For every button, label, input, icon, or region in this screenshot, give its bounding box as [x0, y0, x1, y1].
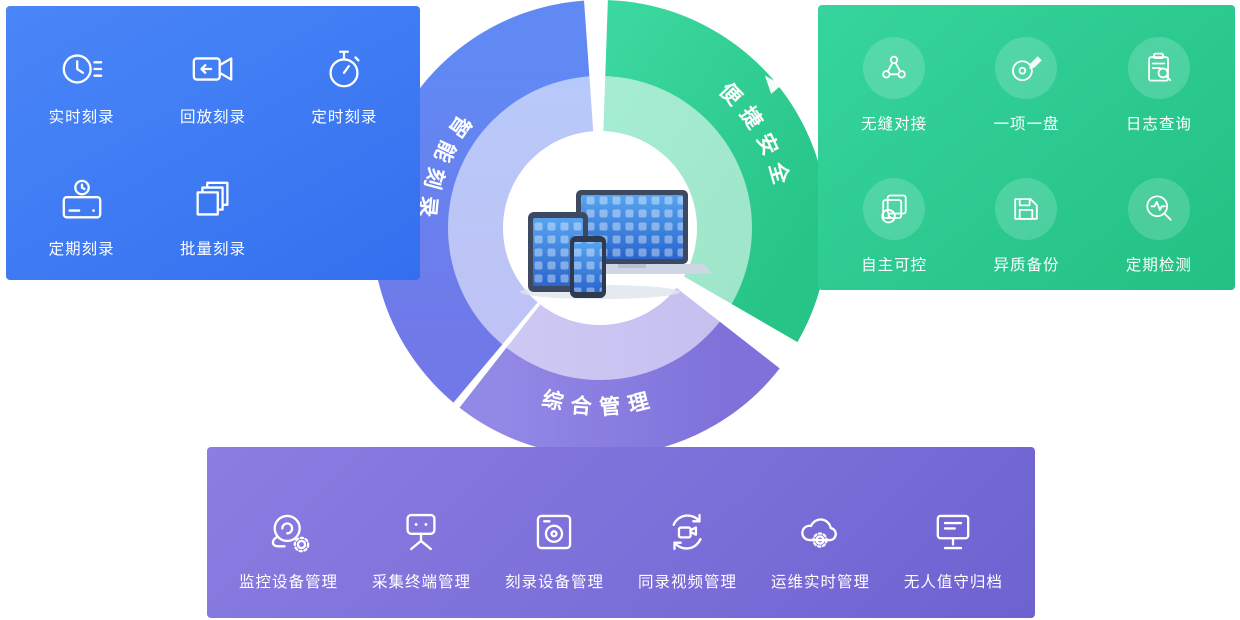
feature-batch-record: 批量刻录 — [147, 172, 278, 280]
integrated-management-panel: 监控设备管理 采集终端管理 刻录设备管理 — [207, 447, 1035, 618]
feature-label: 无人值守归档 — [903, 574, 1003, 591]
feature-label: 刻录设备管理 — [504, 574, 604, 591]
monitor-device-icon — [271, 514, 309, 553]
feature-label: 日志查询 — [1125, 116, 1192, 133]
feature-label: 运维实时管理 — [770, 574, 870, 591]
feature-heterogeneous-backup: 异质备份 — [960, 177, 1092, 291]
playback-record-icon — [192, 57, 233, 81]
icon-badge — [1127, 37, 1190, 99]
feature-label: 监控设备管理 — [239, 574, 339, 591]
feature-label: 批量刻录 — [179, 241, 246, 258]
record-device-icon — [537, 514, 572, 550]
feature-playback-record: 回放刻录 — [147, 40, 278, 148]
feature-label: 一项一盘 — [993, 116, 1060, 133]
arc-convenient-safety — [601, 0, 829, 343]
arc-integrated-management — [459, 285, 780, 457]
tablet-graphic — [528, 212, 588, 292]
realtime-record-icon — [62, 54, 102, 84]
feature-record-device: 刻录设备管理 — [505, 505, 604, 618]
feature-unattended-archive: 无人值守归档 — [904, 505, 1003, 618]
feature-label: 自主可控 — [861, 256, 928, 274]
feature-label: 同录视频管理 — [637, 574, 737, 591]
icon-badge — [995, 37, 1058, 99]
feature-log-query: 日志查询 — [1093, 37, 1225, 150]
feature-label: 定期刻录 — [48, 241, 115, 258]
icon-badge — [1127, 177, 1190, 240]
feature-realtime-record: 实时刻录 — [16, 40, 147, 148]
self-controllable-icon — [881, 194, 907, 223]
phone-graphic — [570, 236, 606, 298]
smart-recording-panel: 实时刻录 回放刻录 定时刻录 定期刻录 — [6, 6, 420, 280]
feature-collection-terminal: 采集终端管理 — [372, 505, 471, 618]
batch-record-icon — [196, 181, 229, 216]
icon-badge — [863, 37, 926, 99]
periodic-check-icon — [1146, 195, 1172, 221]
heterogeneous-backup-icon — [1014, 197, 1039, 220]
feature-timed-record: 定时刻录 — [279, 40, 410, 148]
feature-ops-realtime: 运维实时管理 — [771, 505, 870, 618]
feature-seamless-connect: 无缝对接 — [828, 37, 960, 150]
seamless-connect-icon — [882, 55, 906, 79]
feature-label: 定时刻录 — [311, 109, 378, 126]
ops-realtime-icon — [801, 518, 838, 548]
feature-label: 实时刻录 — [48, 109, 115, 126]
icon-badge — [995, 177, 1058, 240]
feature-label: 异质备份 — [993, 256, 1060, 274]
icon-badge — [863, 177, 926, 240]
one-item-one-disc-icon — [1012, 56, 1043, 82]
timed-record-icon — [329, 50, 360, 88]
feature-label: 无缝对接 — [861, 116, 928, 133]
arc-smart-recording — [372, 0, 596, 403]
sync-video-icon — [672, 513, 703, 551]
inner-translucent-ring — [448, 76, 752, 380]
feature-periodic-record: 定期刻录 — [16, 172, 147, 280]
feature-label: 采集终端管理 — [371, 574, 471, 591]
feature-label: 定期检测 — [1125, 256, 1192, 274]
unattended-archive-icon — [937, 514, 970, 550]
feature-monitor-device: 监控设备管理 — [239, 505, 338, 618]
feature-label: 回放刻录 — [179, 109, 246, 126]
log-query-icon — [1148, 52, 1171, 82]
feature-self-controllable: 自主可控 — [828, 177, 960, 291]
collection-terminal-icon — [406, 513, 437, 551]
rotation-arrow-icon — [764, 75, 782, 94]
convenient-safety-panel: 无缝对接 一项一盘 日志查询 自主可控 — [818, 5, 1235, 290]
feature-one-item-one-disc: 一项一盘 — [960, 37, 1092, 150]
feature-periodic-check: 定期检测 — [1093, 177, 1225, 291]
feature-sync-video: 同录视频管理 — [638, 505, 737, 618]
devices-illustration — [520, 190, 712, 299]
periodic-record-icon — [62, 179, 102, 219]
